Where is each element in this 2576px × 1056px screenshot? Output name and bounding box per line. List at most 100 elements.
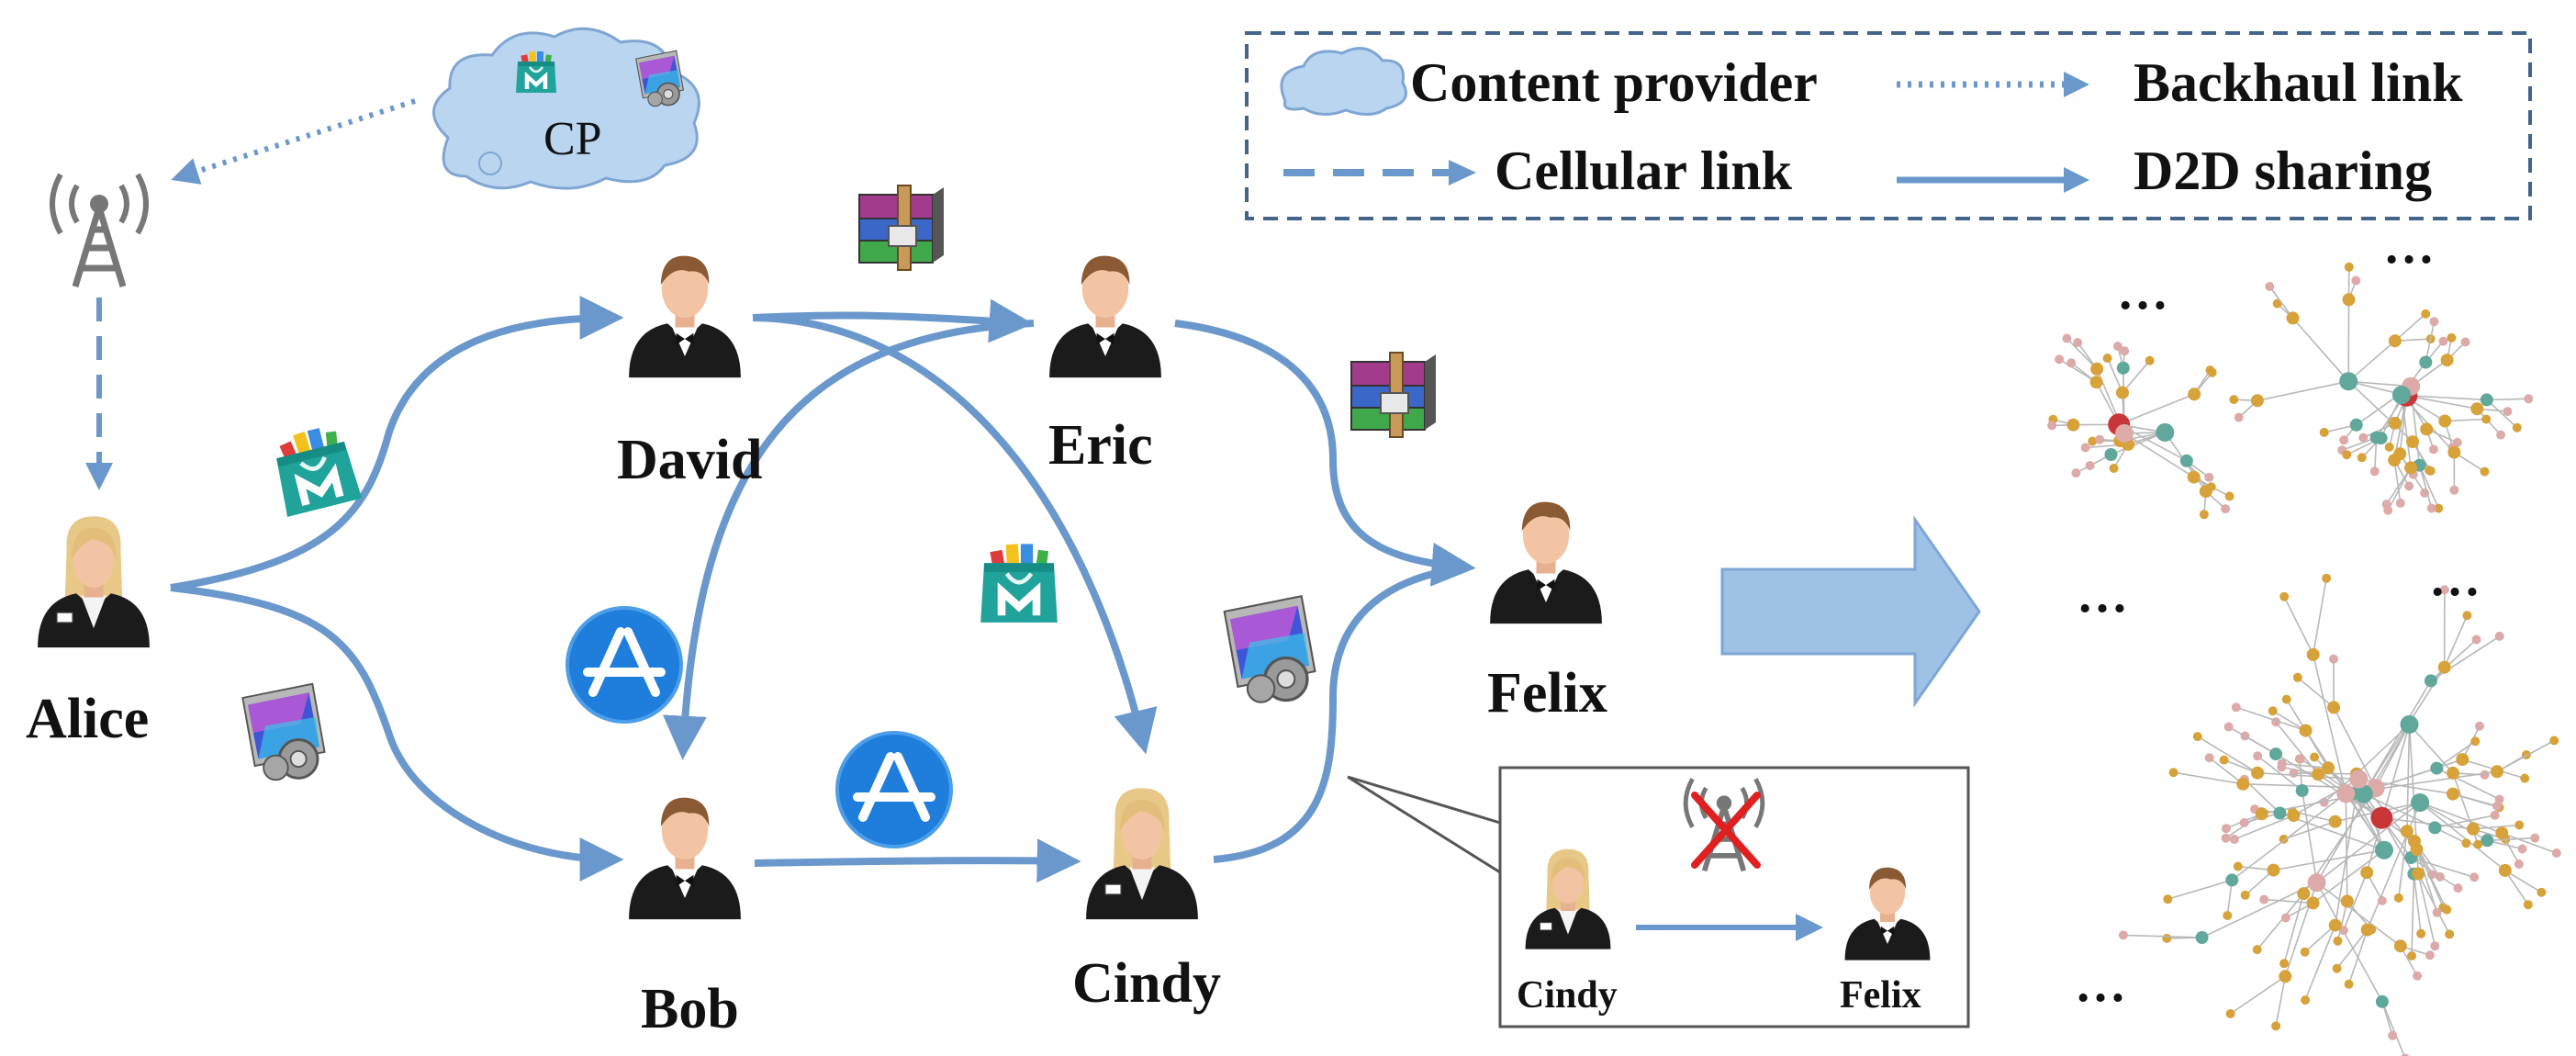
graph-edge: [2406, 395, 2478, 410]
graph-leaf-node: [2221, 824, 2231, 834]
graph-node: [2116, 361, 2130, 375]
alice-name: Alice: [26, 688, 150, 750]
graph-node: [2287, 809, 2301, 823]
bob-avatar: [629, 797, 741, 920]
graph-edge: [2501, 832, 2558, 854]
graph-leaf-node: [2401, 1053, 2410, 1056]
graph-edge: [2283, 820, 2335, 840]
graph-node: [2404, 461, 2418, 475]
graph-edge: [2419, 802, 2503, 834]
felix-avatar: [1490, 501, 1602, 624]
graph-leaf-node: [2268, 706, 2278, 716]
ellipsis-5: …: [2075, 956, 2128, 1013]
graph-hub-node: [2370, 806, 2393, 829]
legend-d2d-label: D2D sharing: [2134, 140, 2433, 201]
graph-edge: [2257, 893, 2304, 950]
graph-node: [2440, 354, 2454, 367]
graph-leaf-node: [2219, 755, 2229, 765]
graph-edge: [2418, 465, 2433, 509]
graph-leaf-node: [2080, 443, 2090, 453]
graph-leaf-node: [2279, 834, 2289, 844]
cloud-video-file-icon: [634, 50, 685, 107]
graph-node: [2255, 807, 2268, 821]
graph-leaf-node: [2530, 833, 2540, 843]
graph-edge: [2417, 873, 2436, 947]
graph-hub-node: [2354, 784, 2373, 803]
graph-leaf-node: [2384, 442, 2394, 452]
graph-node: [2419, 355, 2433, 369]
graph-leaf-node: [2421, 309, 2431, 319]
graph-leaf-node: [2199, 510, 2209, 520]
graph-edge: [2197, 736, 2258, 774]
graph-leaf-node: [2118, 930, 2128, 940]
graph-edge: [2122, 360, 2151, 394]
eric-avatar: [1049, 255, 1161, 378]
graph-leaf-node: [2253, 751, 2263, 761]
graph-hub-node: [2339, 372, 2358, 391]
graph-leaf-node: [2470, 736, 2481, 747]
graph-leaf-node: [2120, 346, 2130, 356]
graph-edge: [2297, 677, 2335, 709]
graph-leaf-node: [2310, 752, 2319, 762]
graph-hub-node: [2392, 386, 2411, 405]
graph-node: [2410, 843, 2424, 856]
graph-leaf-node: [2512, 422, 2522, 433]
graph-edge: [2312, 654, 2347, 794]
graph-leaf-node: [2145, 355, 2155, 365]
graph-leaf-node: [2434, 503, 2444, 513]
legend-backhaul-arrowhead: [2064, 72, 2089, 97]
graph-leaf-node: [2480, 770, 2490, 780]
graph-edge: [2387, 467, 2412, 511]
app-market-icon-2: [980, 544, 1058, 623]
ellipsis-1: …: [2383, 218, 2436, 275]
graph-leaf-node: [2109, 464, 2119, 473]
graph-leaf-node: [2252, 945, 2262, 955]
graph-node: [2273, 806, 2287, 820]
d2d-links: [170, 296, 1476, 883]
legend-cloud-icon: [1280, 47, 1407, 116]
graph-edge: [2333, 707, 2377, 789]
graph-edge: [2487, 837, 2536, 842]
graph-edge: [2415, 848, 2447, 910]
graph-leaf-node: [2369, 466, 2380, 477]
graph-leaf-node: [2204, 753, 2214, 763]
graph-leaf-node: [2438, 336, 2448, 346]
graph-leaf-node: [2492, 801, 2503, 811]
graph-edge: [2406, 395, 2487, 401]
graph-edge: [2335, 929, 2369, 970]
graph-edge: [2430, 635, 2501, 682]
graph-edge: [2343, 871, 2368, 931]
graph-leaf-node: [2223, 911, 2233, 920]
graph-node: [2328, 814, 2342, 828]
graph-edge: [2118, 393, 2195, 426]
link-david-cindy: [752, 314, 1158, 755]
graph-leaf-node: [2404, 481, 2414, 491]
graph-edge: [2257, 380, 2349, 402]
graph-leaf-node: [2481, 414, 2492, 424]
graph-edge: [2304, 925, 2336, 1001]
graph-leaf-node: [2102, 354, 2112, 363]
graph-node: [2467, 822, 2480, 836]
bob-name: Bob: [641, 978, 739, 1040]
graph-leaf-node: [2112, 342, 2122, 352]
graph-leaf-node: [2537, 887, 2547, 897]
graph-edge: [2291, 317, 2349, 382]
graph-node: [2236, 777, 2250, 791]
graph-node: [2297, 887, 2311, 901]
graph-edge: [2472, 824, 2520, 830]
graph-leaf-node: [2301, 995, 2311, 1005]
graph-leaf-node: [2233, 861, 2243, 871]
legend-cellular-arrowhead: [1449, 160, 1476, 185]
graph-node: [2420, 422, 2434, 436]
graph-edge: [2228, 725, 2277, 755]
graph-leaf-node: [2207, 367, 2217, 377]
graph-node: [2424, 674, 2437, 688]
graph-leaf-node: [2388, 1030, 2398, 1040]
video-file-icon-2: [1223, 594, 1316, 704]
graph-leaf-node: [2439, 585, 2449, 595]
graph-leaf-node: [2447, 332, 2457, 343]
graph-leaf-node: [2428, 444, 2438, 455]
graph-edge: [2167, 879, 2233, 900]
